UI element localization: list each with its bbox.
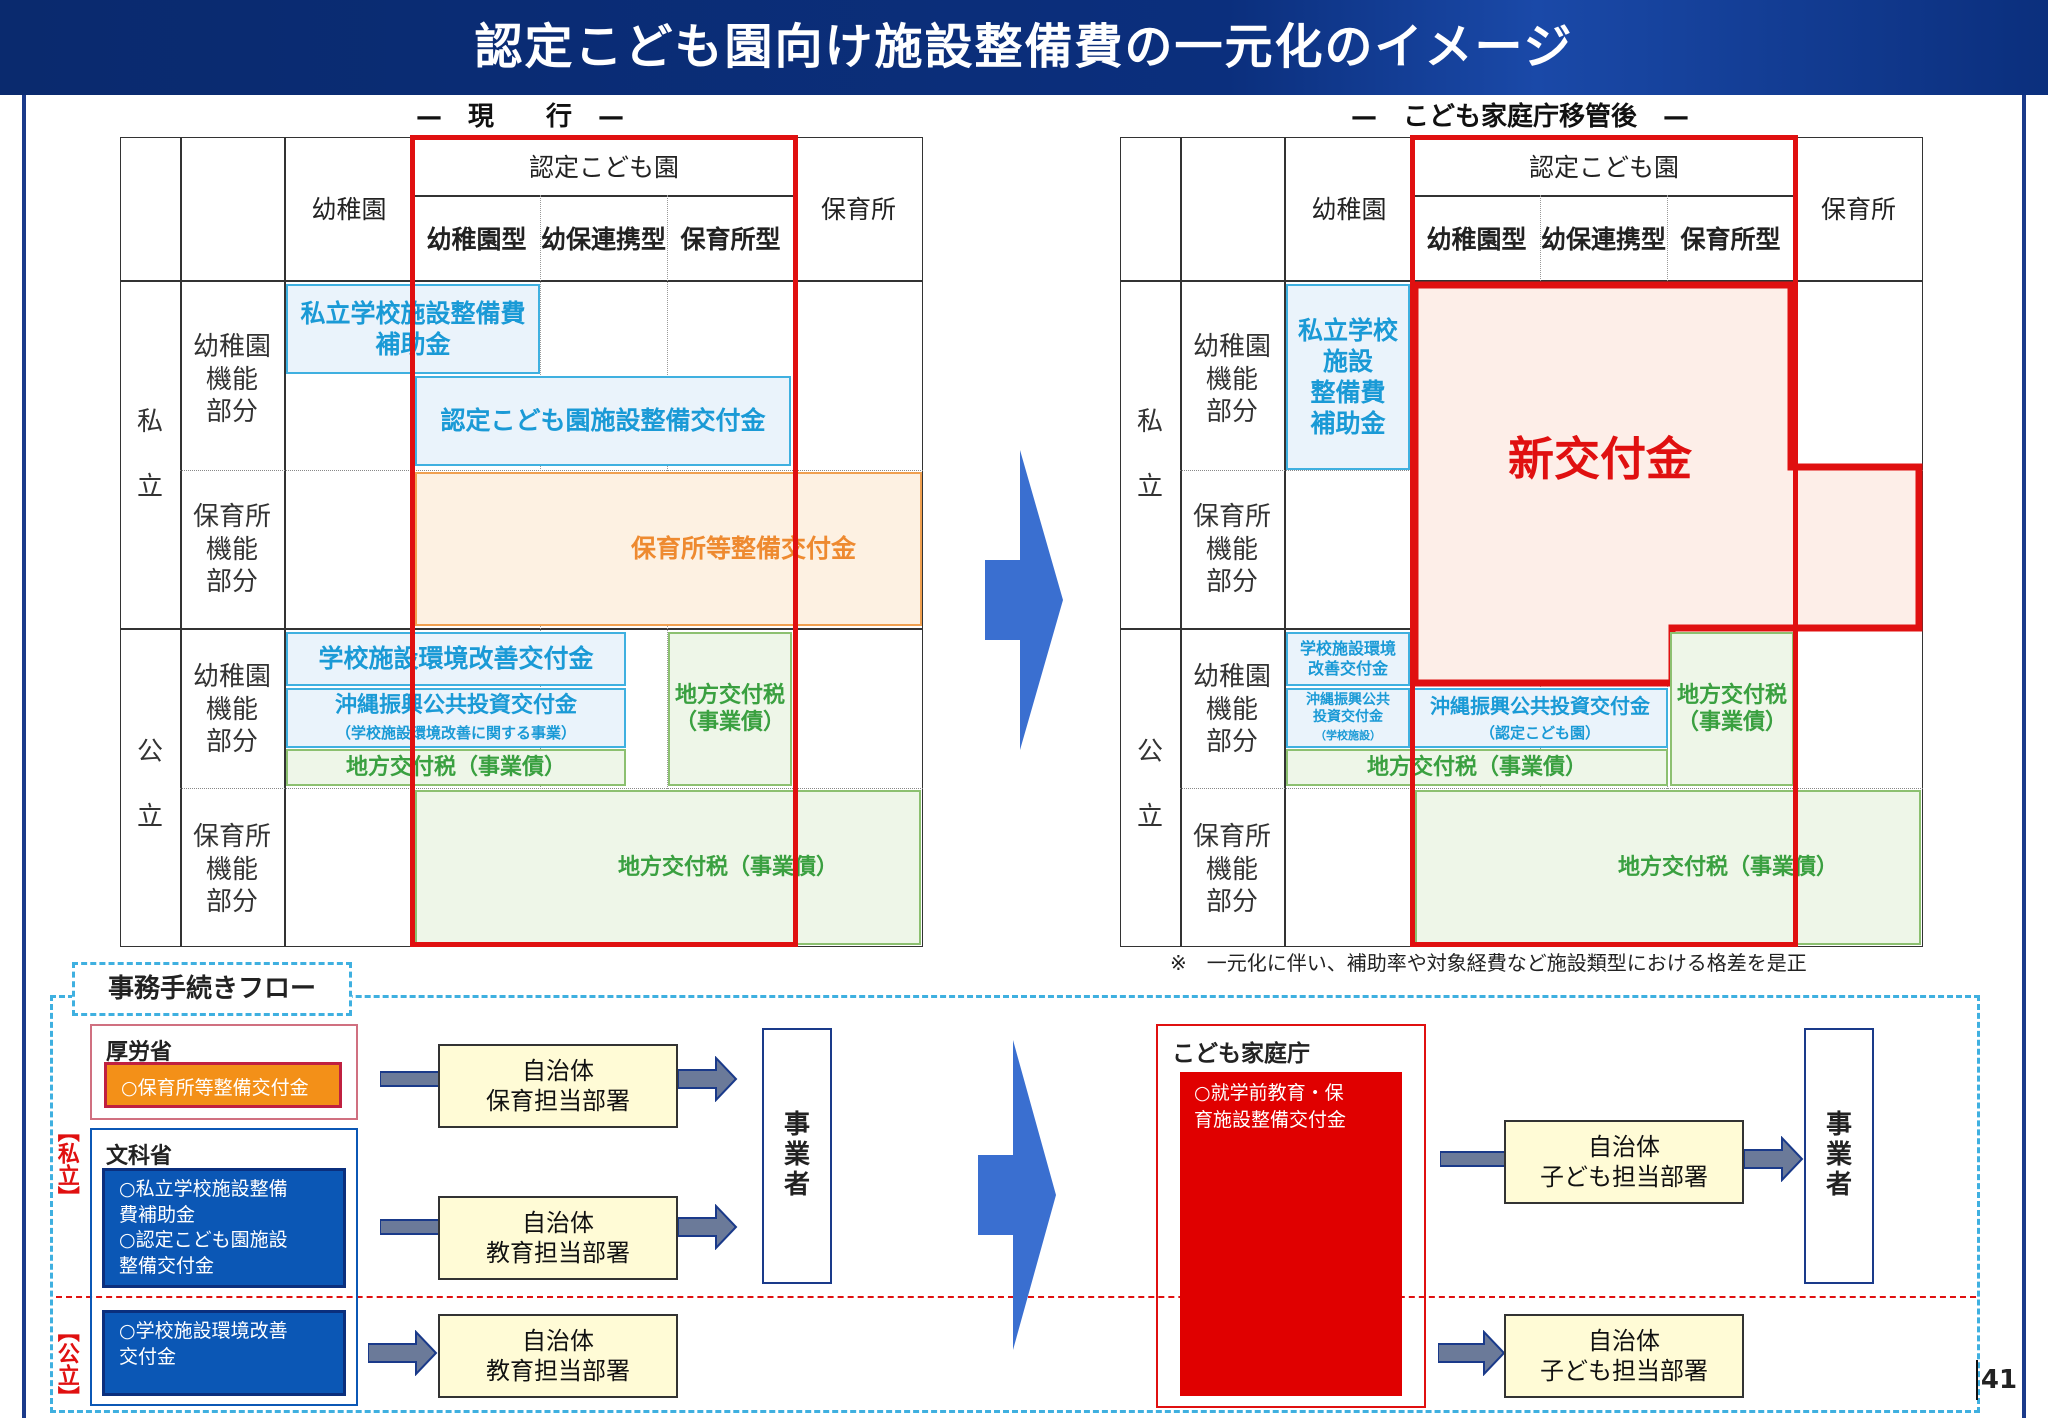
mhlw-label: 厚労省 bbox=[106, 1040, 173, 1065]
dept-edu-public: 自治体 教育担当部署 bbox=[438, 1314, 678, 1398]
row-k-part: 幼稚園 機能 部分 bbox=[1192, 662, 1271, 758]
row-n-part: 保育所 機能 部分 bbox=[1192, 822, 1271, 918]
fund-okinawa-small: 沖縄振興公共 投資交付金 （学校施設） bbox=[1286, 688, 1410, 748]
agency-box bbox=[1156, 1024, 1426, 1408]
agency-grant: ○就学前教育・保 育施設整備交付金 bbox=[1180, 1072, 1402, 1396]
frame-right bbox=[2022, 95, 2026, 1418]
right-divider bbox=[1284, 137, 1286, 947]
operator-box: 事 業 者 bbox=[1804, 1028, 1874, 1284]
left-panel-heading: — 現 行 — bbox=[415, 101, 624, 132]
public-grant: ○学校施設環境改善 交付金 bbox=[102, 1310, 346, 1396]
footnote: ※ 一元化に伴い、補助率や対象経費など施設類型における格差を是正 bbox=[1170, 951, 1807, 975]
col-type-link: 幼保連携型 bbox=[540, 225, 666, 255]
page-title: 認定こども園向け施設整備費の一元化のイメージ bbox=[474, 19, 1574, 75]
left-divider bbox=[120, 280, 923, 282]
mhlw-grant: ○保育所等整備交付金 bbox=[104, 1062, 342, 1108]
left-divider bbox=[120, 628, 923, 630]
transition-arrow-icon bbox=[978, 1040, 1056, 1350]
fund-okinawa: 沖縄振興公共投資交付金 （認定こども園） bbox=[1412, 688, 1668, 748]
row-public: 公 立 bbox=[1136, 737, 1163, 833]
fund-new-grant: 新交付金 bbox=[1508, 432, 1692, 487]
dept-nursery: 自治体 保育担当部署 bbox=[438, 1044, 678, 1128]
flow-arrow-icon bbox=[1440, 1151, 1506, 1167]
flow-arrow-icon bbox=[1438, 1330, 1506, 1376]
mhlw-box bbox=[90, 1024, 358, 1120]
mext-box bbox=[90, 1128, 358, 1406]
flow-title: 事務手続きフロー bbox=[72, 962, 352, 1016]
col-kodomoen: 認定こども園 bbox=[528, 153, 679, 183]
fund-school-env: 学校施設環境 改善交付金 bbox=[1286, 632, 1410, 686]
fund-okinawa-sub: （認定こども園） bbox=[1479, 723, 1600, 742]
right-divider bbox=[1180, 137, 1182, 947]
fund-local-tax-n: 地方交付税 （事業債） bbox=[1670, 632, 1794, 786]
fund-okinawa-label: 沖縄振興公共投資交付金 bbox=[1430, 693, 1650, 718]
fund-local-tax-bottom: 地方交付税（事業債） bbox=[415, 790, 921, 945]
mext-grants: ○私立学校施設整備 費補助金 ○認定こども園施設 整備交付金 bbox=[102, 1168, 346, 1288]
mext-label: 文科省 bbox=[106, 1144, 173, 1169]
row-k-part: 幼稚園 機能 部分 bbox=[1192, 332, 1271, 428]
col-type-link: 幼保連携型 bbox=[1540, 225, 1666, 255]
row-n-part: 保育所 機能 部分 bbox=[192, 502, 271, 598]
dept-edu: 自治体 教育担当部署 bbox=[438, 1196, 678, 1280]
transition-arrow-icon bbox=[985, 450, 1063, 750]
flow-arrow-icon bbox=[678, 1204, 738, 1250]
row-k-part: 幼稚園 機能 部分 bbox=[192, 662, 271, 758]
left-divider bbox=[284, 137, 286, 947]
flow-arrow-icon bbox=[678, 1056, 738, 1102]
fund-local-tax-k: 地方交付税（事業債） bbox=[286, 749, 626, 786]
fund-okinawa-small-label: 沖縄振興公共 投資交付金 bbox=[1306, 691, 1390, 726]
right-panel-heading: — こども家庭庁移管後 — bbox=[1350, 101, 1689, 132]
flow-arrow-icon bbox=[380, 1219, 440, 1235]
operator-box: 事 業 者 bbox=[762, 1028, 832, 1284]
flow-arrow-icon bbox=[1744, 1136, 1804, 1182]
frame-left bbox=[22, 95, 26, 1418]
fund-okinawa-sub: （学校施設環境改善に関する事業） bbox=[335, 723, 576, 742]
label-public: 【公立】 bbox=[53, 1320, 79, 1408]
flow-frame bbox=[50, 995, 1980, 1413]
title-bar bbox=[0, 0, 2048, 95]
fund-local-tax-n: 地方交付税 （事業債） bbox=[668, 632, 792, 786]
fund-kodomoen-grant: 認定こども園施設整備交付金 bbox=[415, 376, 791, 466]
row-public: 公 立 bbox=[136, 737, 163, 833]
col-type-k: 幼稚園型 bbox=[426, 225, 527, 255]
col-type-k: 幼稚園型 bbox=[1426, 225, 1527, 255]
right-divider bbox=[1413, 195, 1795, 197]
col-kindergarten: 幼稚園 bbox=[311, 195, 387, 225]
right-divider bbox=[1180, 788, 1923, 789]
row-private: 私 立 bbox=[136, 407, 163, 503]
row-private: 私 立 bbox=[1136, 407, 1163, 503]
col-kindergarten: 幼稚園 bbox=[1311, 195, 1387, 225]
page-number: 41 bbox=[1976, 1360, 2020, 1400]
left-divider bbox=[180, 788, 923, 789]
agency-label: こども家庭庁 bbox=[1172, 1041, 1310, 1067]
flow-arrow-icon bbox=[380, 1071, 440, 1087]
left-divider bbox=[180, 137, 182, 947]
fund-private-school: 私立学校 施設 整備費 補助金 bbox=[1286, 284, 1410, 470]
fund-nursery-grant: 保育所等整備交付金 bbox=[415, 472, 922, 626]
row-n-part: 保育所 機能 部分 bbox=[192, 822, 271, 918]
col-nursery: 保育所 bbox=[1820, 195, 1896, 225]
col-kodomoen: 認定こども園 bbox=[1528, 153, 1679, 183]
kodomoen-highlight bbox=[1410, 135, 1798, 947]
row-k-part: 幼稚園 機能 部分 bbox=[192, 332, 271, 428]
label-private: 【私立】 bbox=[53, 1120, 79, 1208]
fund-local-tax-k: 地方交付税（事業債） bbox=[1286, 749, 1668, 786]
flow-arrow-icon bbox=[368, 1330, 438, 1376]
dept-child: 自治体 子ども担当部署 bbox=[1504, 1120, 1744, 1204]
fund-school-env: 学校施設環境改善交付金 bbox=[286, 632, 626, 686]
col-nursery: 保育所 bbox=[820, 195, 896, 225]
row-n-part: 保育所 機能 部分 bbox=[1192, 502, 1271, 598]
right-divider bbox=[1120, 280, 1923, 282]
kodomoen-highlight bbox=[410, 135, 798, 947]
fund-local-tax-bottom: 地方交付税（事業債） bbox=[1415, 790, 1921, 945]
col-type-n: 保育所型 bbox=[680, 225, 781, 255]
left-divider bbox=[180, 470, 923, 471]
fund-okinawa: 沖縄振興公共投資交付金 （学校施設環境改善に関する事業） bbox=[286, 688, 626, 748]
col-type-n: 保育所型 bbox=[1680, 225, 1781, 255]
dept-child-public: 自治体 子ども担当部署 bbox=[1504, 1314, 1744, 1398]
left-divider bbox=[413, 195, 795, 197]
fund-okinawa-label: 沖縄振興公共投資交付金 bbox=[334, 693, 577, 719]
fund-okinawa-small-sub: （学校施設） bbox=[1315, 729, 1381, 743]
